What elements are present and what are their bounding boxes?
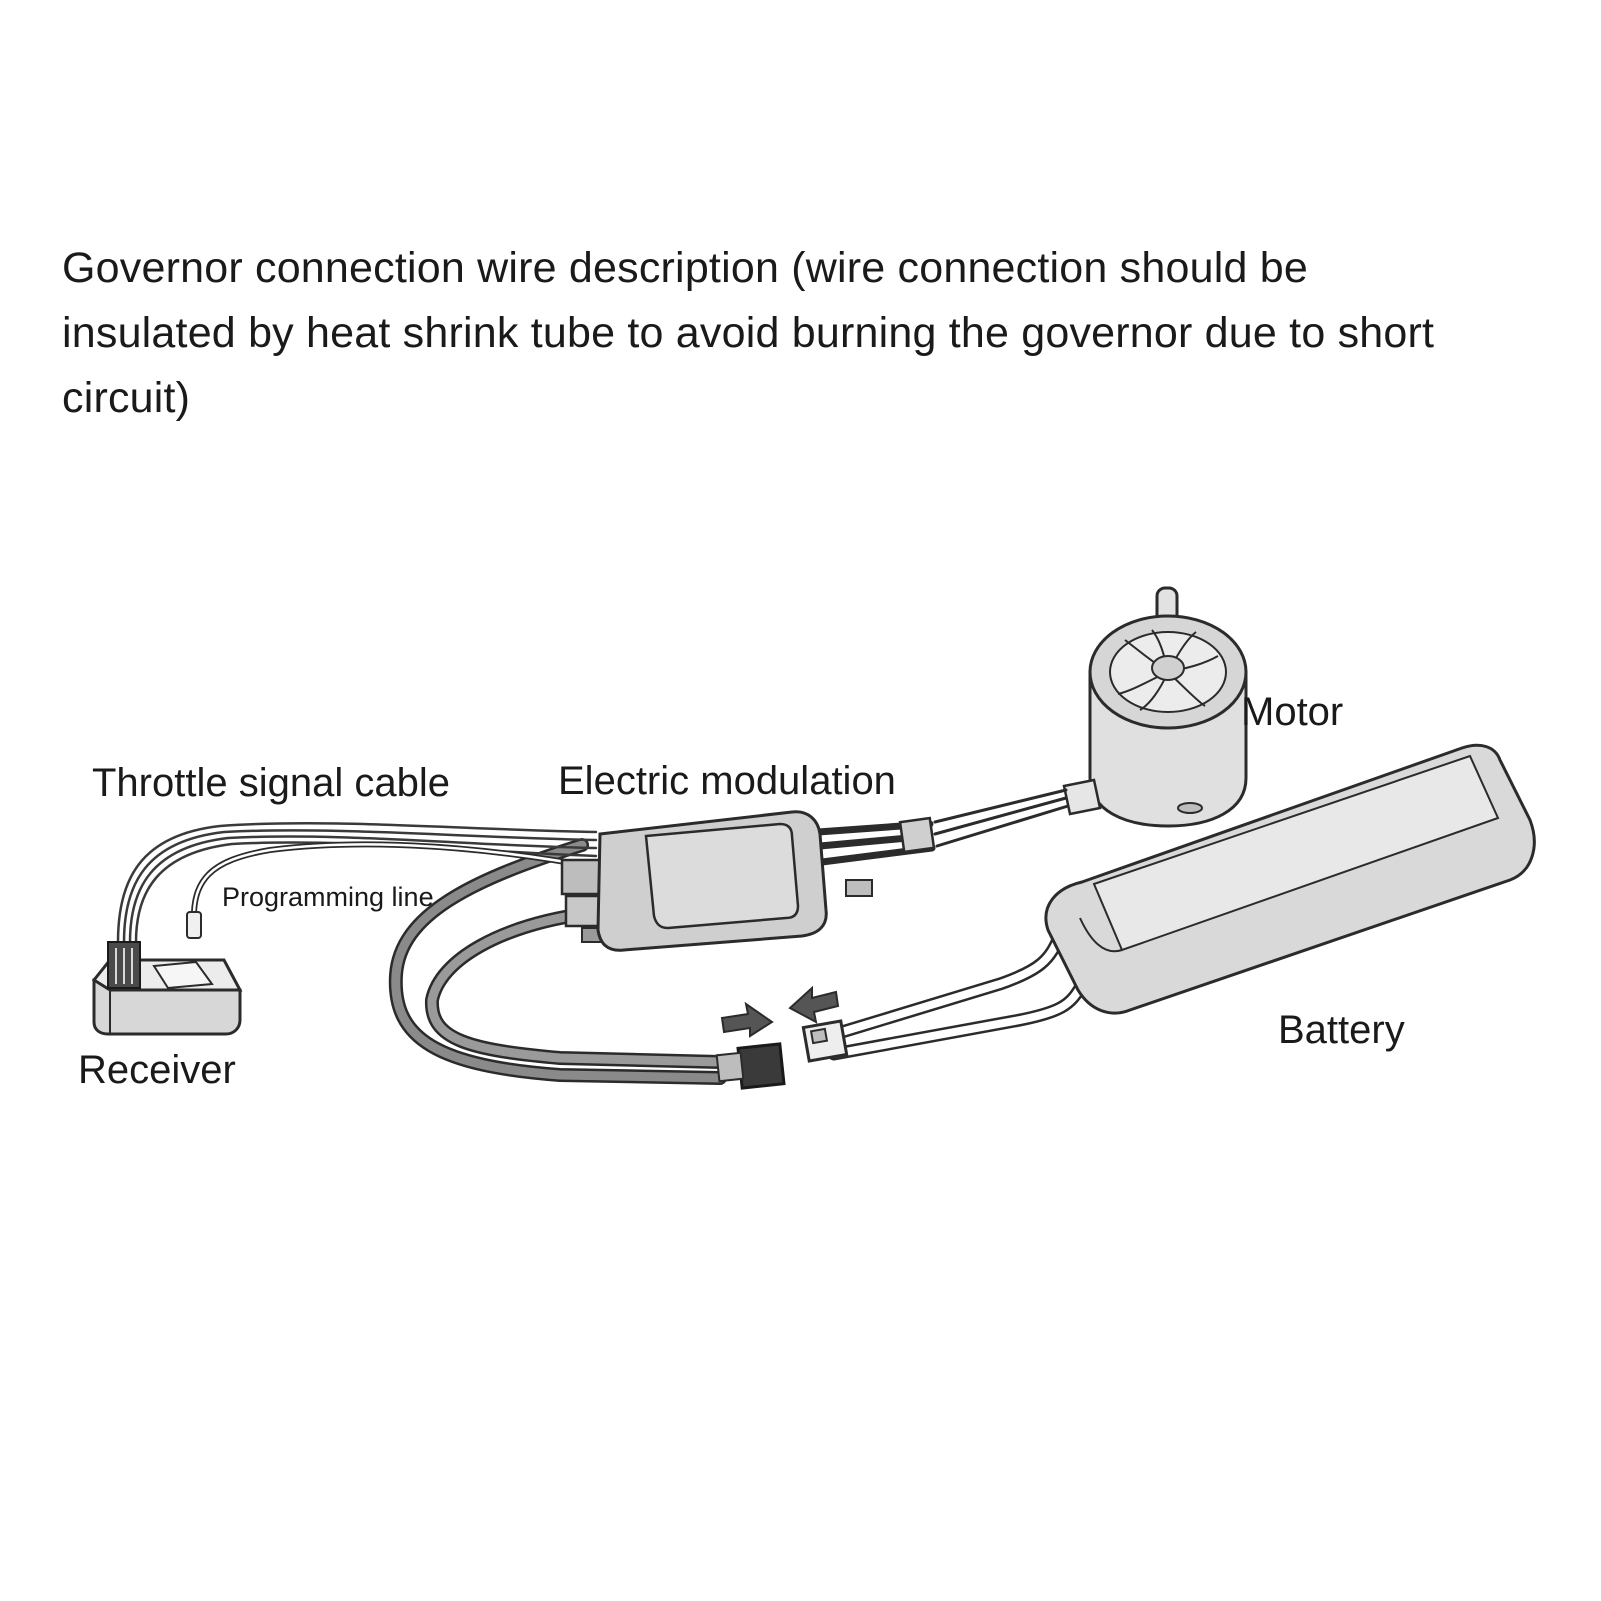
- programming-line-label: Programming line: [222, 882, 434, 912]
- arrow-left-icon: [788, 985, 840, 1024]
- arrow-right-icon: [720, 1001, 774, 1038]
- electric-modulation-label: Electric modulation: [558, 759, 896, 803]
- receiver-label: Receiver: [78, 1048, 236, 1092]
- motor-label: Motor: [1241, 690, 1343, 734]
- throttle-signal-cable-label: Throttle signal cable: [92, 761, 450, 805]
- esc-power-leads: [388, 838, 786, 1090]
- diagram-heading: Governor connection wire description (wi…: [62, 244, 1435, 422]
- battery: [801, 743, 1536, 1063]
- battery-label: Battery: [1278, 1008, 1405, 1052]
- receiver: [91, 941, 243, 1036]
- motor-wires: [814, 788, 1070, 866]
- programming-line: [186, 841, 603, 939]
- esc: [560, 810, 873, 952]
- connection-arrows: [720, 985, 840, 1038]
- motor: [1062, 586, 1248, 828]
